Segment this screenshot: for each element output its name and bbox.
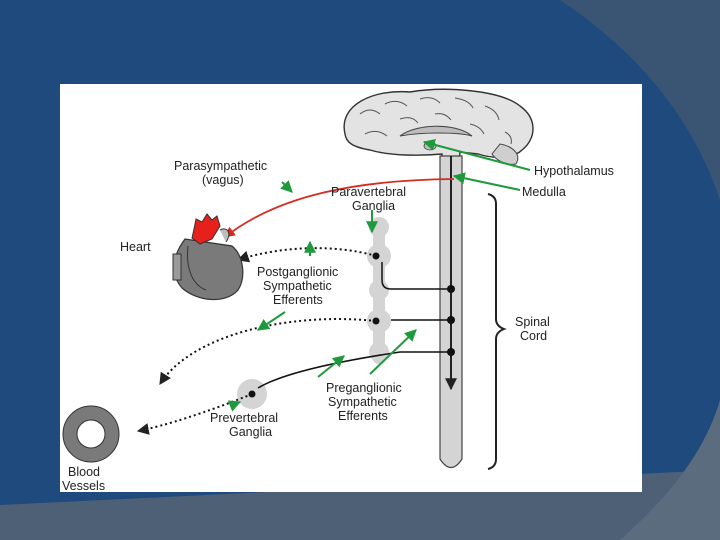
heart-label: Heart xyxy=(120,240,151,254)
autonomic-nervous-system-diagram: Parasympathetic (vagus) Paravertebral Ga… xyxy=(60,84,642,492)
spinal-cord-bracket xyxy=(487,193,507,470)
preganglionic-sympathetic-label: Sympathetic xyxy=(328,395,397,409)
postganglionic-fibers xyxy=(136,247,377,435)
medulla-label: Medulla xyxy=(522,185,566,199)
parasympathetic-label: Parasympathetic xyxy=(174,159,267,173)
cord-label: Cord xyxy=(520,329,547,343)
vagus-nerve-pathway xyxy=(224,178,455,238)
paravertebral-ganglia-chain xyxy=(367,217,391,364)
postganglionic-sympathetic-label: Sympathetic xyxy=(263,279,332,293)
hypothalamus-label: Hypothalamus xyxy=(534,164,614,178)
heart-illustration xyxy=(172,213,244,301)
preganglionic-fibers xyxy=(257,262,451,389)
preganglionic-label: Preganglionic xyxy=(326,381,402,395)
prevertebral-ganglia-label: Ganglia xyxy=(229,425,272,439)
spinal-cord xyxy=(439,155,463,469)
vessels-label: Vessels xyxy=(62,479,105,492)
decor-bottom-right-arc xyxy=(620,400,720,540)
vagus-label: (vagus) xyxy=(202,173,244,187)
postganglionic-label: Postganglionic xyxy=(257,265,338,279)
preganglionic-efferents-label: Efferents xyxy=(338,409,388,423)
label-pointer-arrows xyxy=(227,138,531,412)
decor-top-right-band xyxy=(560,0,720,200)
paravertebral-ganglia-label: Ganglia xyxy=(352,199,395,213)
postganglionic-efferents-label: Efferents xyxy=(273,293,323,307)
blood-label: Blood xyxy=(68,465,100,479)
blood-vessel-illustration xyxy=(62,405,120,463)
spinal-label: Spinal xyxy=(515,315,550,329)
prevertebral-label: Prevertebral xyxy=(210,411,278,425)
paravertebral-label: Paravertebral xyxy=(331,185,406,199)
brain xyxy=(343,88,534,173)
